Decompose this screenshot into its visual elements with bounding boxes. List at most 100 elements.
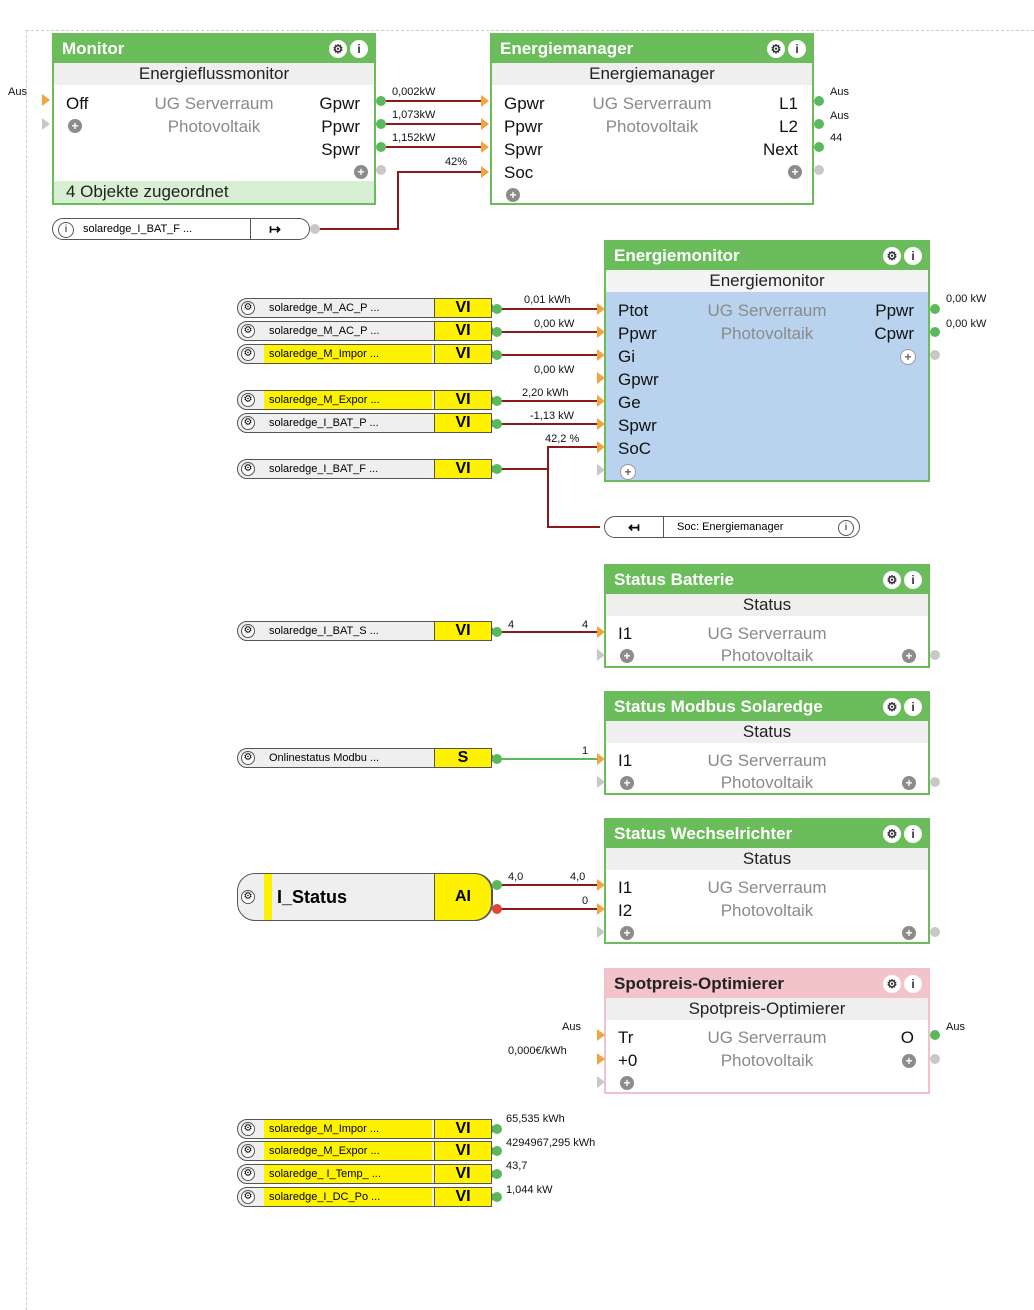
output-pin[interactable]: [492, 419, 502, 429]
gear-icon[interactable]: ⚙: [241, 1167, 255, 1181]
input-pin[interactable]: [42, 118, 50, 130]
input-pin[interactable]: [597, 418, 605, 430]
source-node[interactable]: ⚙solaredge_I_BAT_S ...VI: [237, 621, 493, 641]
input-pin[interactable]: [481, 118, 489, 130]
add-input-plus-icon[interactable]: +: [620, 1076, 634, 1090]
source-node[interactable]: ⚙solaredge_I_BAT_F ...VI: [237, 459, 493, 479]
output-pin[interactable]: [492, 464, 502, 474]
gear-icon[interactable]: ⚙: [329, 40, 347, 58]
input-pin[interactable]: [597, 349, 605, 361]
output-pin[interactable]: [814, 142, 824, 152]
output-pin[interactable]: [376, 96, 386, 106]
info-icon[interactable]: i: [350, 40, 368, 58]
gear-icon[interactable]: ⚙: [241, 393, 255, 407]
input-pin[interactable]: [597, 326, 605, 338]
status-modbus-header[interactable]: Status Modbus Solaredge ⚙i: [606, 693, 928, 721]
source-node[interactable]: ⚙solaredge_M_AC_P ...VI: [237, 321, 493, 341]
add-input-plus-icon[interactable]: +: [506, 188, 520, 202]
info-icon[interactable]: i: [904, 975, 922, 993]
gear-icon[interactable]: ⚙: [241, 416, 255, 430]
output-pin[interactable]: [376, 142, 386, 152]
add-input-plus-icon[interactable]: +: [620, 464, 636, 480]
output-pin[interactable]: [310, 224, 320, 234]
gear-icon[interactable]: ⚙: [241, 890, 255, 904]
add-output-plus-icon[interactable]: +: [902, 1054, 916, 1068]
output-pin[interactable]: [376, 119, 386, 129]
info-icon[interactable]: i: [58, 222, 74, 238]
source-node[interactable]: ⚙solaredge_M_Expor ...VI: [237, 390, 493, 410]
info-icon[interactable]: i: [904, 698, 922, 716]
source-node[interactable]: ⚙solaredge_M_Impor ...VI: [237, 344, 493, 364]
status-modbus-block[interactable]: Status Modbus Solaredge ⚙i Status I1 UG …: [604, 691, 930, 795]
output-pin[interactable]: [492, 350, 502, 360]
output-pin[interactable]: [930, 1030, 940, 1040]
reference-chip[interactable]: i solaredge_I_BAT_F ... ↦: [52, 218, 310, 240]
gear-icon[interactable]: ⚙: [241, 1144, 255, 1158]
input-pin[interactable]: [597, 626, 605, 638]
source-node[interactable]: ⚙solaredge_M_Impor ...VI: [237, 1119, 493, 1139]
output-pin[interactable]: [930, 304, 940, 314]
gear-icon[interactable]: ⚙: [241, 347, 255, 361]
source-node[interactable]: ⚙solaredge_M_AC_P ...VI: [237, 298, 493, 318]
monitor-header[interactable]: Monitor ⚙i: [54, 35, 374, 63]
energiemanager-header[interactable]: Energiemanager ⚙i: [492, 35, 812, 63]
source-node[interactable]: ⚙solaredge_M_Expor ...VI: [237, 1141, 493, 1161]
input-pin[interactable]: [42, 94, 50, 106]
gear-icon[interactable]: ⚙: [767, 40, 785, 58]
gear-icon[interactable]: ⚙: [883, 698, 901, 716]
input-pin[interactable]: [597, 776, 605, 788]
add-input-plus-icon[interactable]: +: [620, 649, 634, 663]
input-pin[interactable]: [597, 926, 605, 938]
gear-icon[interactable]: ⚙: [241, 624, 255, 638]
add-output-plus-icon[interactable]: +: [902, 776, 916, 790]
status-wechselrichter-block[interactable]: Status Wechselrichter ⚙i Status I1 UG Se…: [604, 818, 930, 944]
gear-icon[interactable]: ⚙: [241, 324, 255, 338]
output-pin[interactable]: [930, 1054, 940, 1064]
gear-icon[interactable]: ⚙: [883, 825, 901, 843]
spotpreis-header[interactable]: Spotpreis-Optimierer ⚙i: [606, 970, 928, 998]
gear-icon[interactable]: ⚙: [241, 301, 255, 315]
output-pin[interactable]: [492, 1146, 502, 1156]
input-pin[interactable]: [597, 464, 605, 476]
link-icon[interactable]: ↤: [605, 517, 664, 537]
output-pin[interactable]: [492, 904, 502, 914]
add-input-plus-icon[interactable]: +: [68, 119, 82, 133]
input-pin[interactable]: [597, 441, 605, 453]
status-batterie-header[interactable]: Status Batterie ⚙i: [606, 566, 928, 594]
add-output-plus-icon[interactable]: +: [788, 165, 802, 179]
source-node[interactable]: ⚙solaredge_ I_Temp_ ...VI: [237, 1164, 493, 1184]
output-pin[interactable]: [930, 327, 940, 337]
energiemonitor-header[interactable]: Energiemonitor ⚙i: [606, 242, 928, 270]
info-icon[interactable]: i: [904, 825, 922, 843]
link-icon[interactable]: ↦: [250, 219, 299, 239]
info-icon[interactable]: i: [788, 40, 806, 58]
info-icon[interactable]: i: [904, 247, 922, 265]
add-output-plus-icon[interactable]: +: [900, 349, 916, 365]
add-input-plus-icon[interactable]: +: [620, 926, 634, 940]
gear-icon[interactable]: ⚙: [883, 975, 901, 993]
info-icon[interactable]: i: [904, 571, 922, 589]
source-node[interactable]: ⚙Onlinestatus Modbu ...S: [237, 748, 493, 768]
energiemonitor-block[interactable]: Energiemonitor ⚙i Energiemonitor Ptot UG…: [604, 240, 930, 482]
add-input-plus-icon[interactable]: +: [620, 776, 634, 790]
output-pin[interactable]: [492, 627, 502, 637]
input-pin[interactable]: [597, 303, 605, 315]
output-pin[interactable]: [814, 96, 824, 106]
input-pin[interactable]: [597, 372, 605, 384]
output-pin[interactable]: [492, 1192, 502, 1202]
status-batterie-block[interactable]: Status Batterie ⚙i Status I1 UG Serverra…: [604, 564, 930, 668]
input-pin[interactable]: [597, 879, 605, 891]
input-pin[interactable]: [597, 1053, 605, 1065]
monitor-block[interactable]: Monitor ⚙i Energieflussmonitor Off UG Se…: [52, 33, 376, 205]
info-icon[interactable]: i: [838, 520, 854, 536]
output-pin[interactable]: [930, 650, 940, 660]
add-output-plus-icon[interactable]: +: [902, 649, 916, 663]
output-pin[interactable]: [492, 327, 502, 337]
output-pin[interactable]: [930, 927, 940, 937]
output-pin[interactable]: [492, 1124, 502, 1134]
output-pin[interactable]: [492, 396, 502, 406]
output-pin[interactable]: [376, 165, 386, 175]
gear-icon[interactable]: ⚙: [241, 1122, 255, 1136]
output-pin[interactable]: [814, 165, 824, 175]
